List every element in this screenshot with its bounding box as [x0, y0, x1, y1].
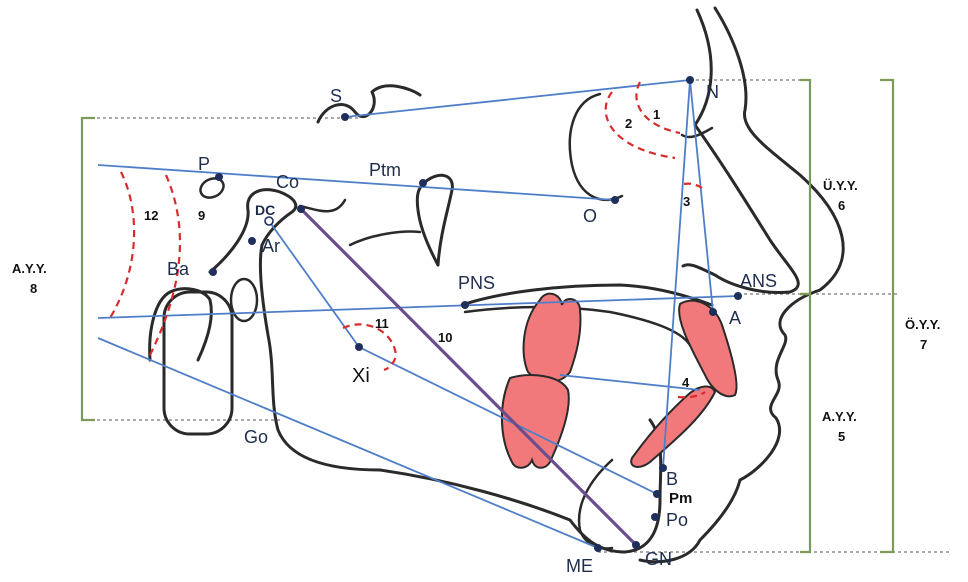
label-xi: Xi: [352, 365, 370, 387]
label-o: O: [583, 206, 597, 226]
cranial-base-line: [300, 200, 345, 211]
point-ptm-dot: [419, 179, 427, 187]
label-me: ME: [566, 556, 593, 576]
point-n-dot: [686, 76, 694, 84]
orbit: [570, 94, 622, 200]
line-occlusal: [560, 375, 700, 390]
measure-ayy-right-number: 5: [838, 429, 845, 444]
angle-1-number: 1: [653, 107, 660, 122]
line-palatal-plane: [98, 296, 738, 318]
arc-angle-2: [606, 92, 675, 158]
palatal-arch: [350, 232, 420, 245]
horizontal-guides: [85, 80, 950, 552]
label-b: B: [666, 469, 678, 489]
arc-angle-3: [684, 184, 702, 188]
point-ar-dot: [248, 237, 256, 245]
measure-ayy-left: A.Y.Y.: [12, 261, 47, 276]
label-po: Po: [666, 510, 688, 530]
angle-11-number: 11: [375, 316, 389, 331]
bracket-total-face: [880, 80, 893, 552]
point-a-dot: [709, 308, 717, 316]
measure-oyy-number: 7: [920, 337, 927, 352]
label-ar: Ar: [262, 236, 280, 256]
label-pns: PNS: [458, 273, 495, 293]
point-ans-dot: [734, 292, 742, 300]
measure-uyy-number: 6: [838, 198, 845, 213]
bracket-posterior-face: [82, 118, 95, 420]
point-pm-dot: [653, 490, 661, 498]
measure-uyy: Ü.Y.Y.: [823, 178, 858, 193]
point-dc-dot: [265, 217, 273, 225]
point-ba-dot: [209, 268, 217, 276]
point-gn-dot: [632, 541, 640, 549]
ear-canal: [231, 279, 257, 321]
arc-angle-11: [343, 324, 396, 370]
angle-4-number: 4: [682, 375, 690, 390]
angle-12-number: 12: [144, 208, 158, 223]
point-p-dot: [215, 173, 223, 181]
angle-2-number: 2: [625, 116, 632, 131]
label-ptm: Ptm: [369, 160, 401, 180]
label-n: N: [706, 82, 719, 102]
point-pns-dot: [461, 301, 469, 309]
label-pm: Pm: [669, 490, 692, 507]
line-xi-pm: [359, 347, 657, 494]
angle-arcs: [110, 82, 705, 397]
point-xi-dot: [355, 343, 363, 351]
angle-9-number: 9: [198, 208, 205, 223]
label-co: Co: [276, 172, 299, 192]
label-go: Go: [244, 427, 268, 447]
angle-10-number: 10: [438, 330, 452, 345]
bracket-upper-face: [800, 80, 810, 294]
angle-numbers: 1 2 3 4 9 10 11 12: [144, 107, 690, 390]
label-s: S: [330, 86, 342, 106]
label-ba: Ba: [167, 259, 190, 279]
label-ans: ANS: [740, 271, 777, 291]
label-gn: GN: [645, 549, 672, 569]
landmark-dots: [209, 76, 742, 552]
line-frankfort: [98, 165, 615, 200]
measure-ayy-right: A.Y.Y.: [822, 409, 857, 424]
label-a: A: [729, 308, 741, 328]
point-me-dot: [594, 544, 602, 552]
bracket-lower-face: [800, 294, 810, 552]
occipital-condyle: [150, 289, 212, 360]
condyle-ramus: [210, 190, 380, 470]
label-p: P: [198, 154, 210, 174]
arc-angle-12-inner: [110, 172, 134, 318]
angle-3-number: 3: [683, 194, 690, 209]
lower-incisor: [631, 386, 715, 466]
point-s-dot: [341, 113, 349, 121]
label-dc: DC: [255, 202, 275, 218]
nasal-bone: [683, 10, 798, 293]
point-o-dot: [611, 196, 619, 204]
point-co-dot: [297, 205, 305, 213]
measure-ayy-left-number: 8: [30, 281, 37, 296]
point-po-dot: [651, 513, 659, 521]
measure-oyy: Ö.Y.Y.: [905, 317, 940, 332]
